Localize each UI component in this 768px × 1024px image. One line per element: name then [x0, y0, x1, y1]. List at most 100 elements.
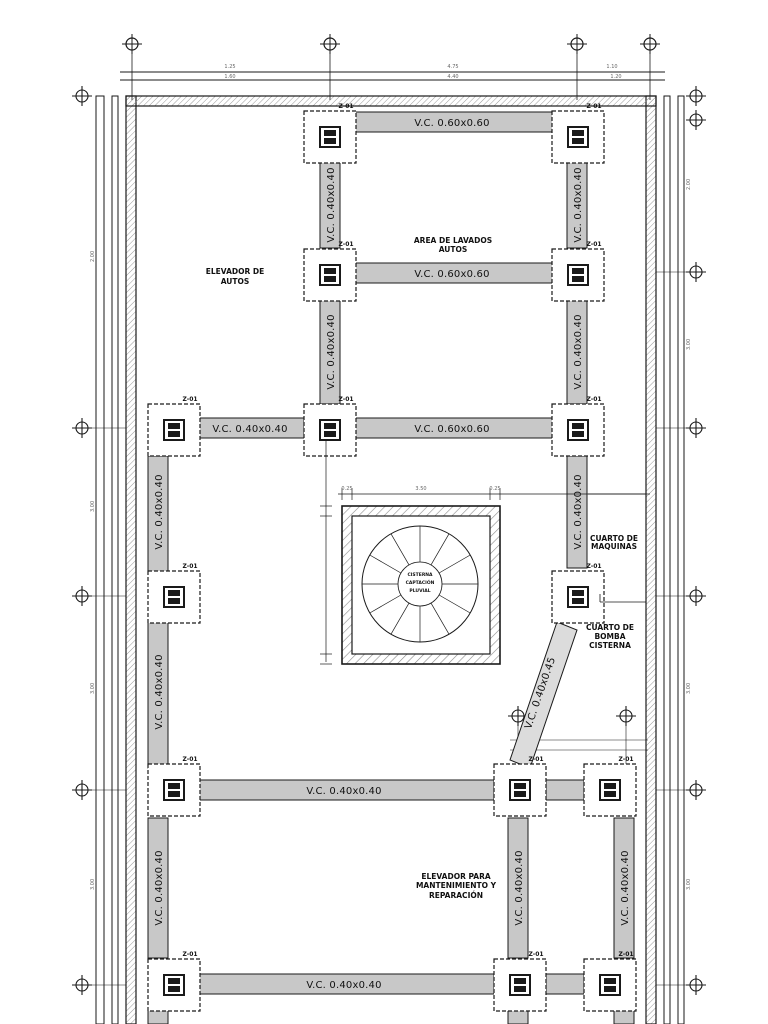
footing-label: Z-01 — [618, 756, 633, 763]
footing-z01: Z-01 — [303, 396, 357, 457]
footing-label: Z-01 — [182, 396, 197, 403]
footing-z01: Z-01 — [493, 756, 547, 817]
beam-v-right-d — [613, 817, 635, 959]
footing-label: Z-01 — [338, 241, 353, 248]
beam-v-left-d — [147, 1009, 169, 1024]
room-cuarto-bomba-3: CISTERNA — [589, 641, 631, 650]
cistern-label-2: CAPTACIÓN — [406, 579, 435, 586]
room-cuarto-bomba-1: CUARTO DE — [586, 623, 634, 632]
beam-label-v-left-a: V.C. 0.40x0.40 — [154, 474, 165, 549]
dim-top2-2: 4.40 — [447, 74, 458, 80]
cistern — [341, 505, 501, 665]
beam-lower-right — [545, 779, 585, 801]
room-elevador-mant-2: MANTENIMIENTO Y — [416, 881, 497, 890]
beam-label-mid-left: V.C. 0.40x0.40 — [212, 424, 287, 435]
beam-label-v-upper-right: V.C. 0.40x0.40 — [573, 167, 584, 242]
dim-top-2: 4.75 — [447, 64, 458, 70]
footing-label: Z-01 — [586, 241, 601, 248]
beam-label-v-left-c: V.C. 0.40x0.40 — [154, 850, 165, 925]
footing-z01: Z-01 — [583, 951, 637, 1012]
dim-top2-1: 1.60 — [224, 74, 235, 80]
cistern-spoke — [390, 533, 410, 566]
footing-z01: Z-01 — [583, 756, 637, 817]
grid-markers-side — [72, 86, 706, 995]
dim-cist-1: 0.25 — [341, 486, 352, 492]
dim-top-3: 1.10 — [606, 64, 617, 70]
footing-z01: Z-01 — [303, 103, 357, 164]
footing-z01: Z-01 — [493, 951, 547, 1012]
dim-top-1: 1.25 — [224, 64, 235, 70]
room-elevador-mant-1: ELEVADOR PARA — [421, 872, 491, 881]
footing-label: Z-01 — [586, 103, 601, 110]
top-dimension-strip — [120, 50, 665, 100]
beam-label-v-right-c: V.C. 0.40x0.40 — [573, 474, 584, 549]
room-area-lavados-2: AUTOS — [439, 245, 468, 254]
beam-label-v-mid-right: V.C. 0.40x0.40 — [573, 314, 584, 389]
grid-marker-top-c — [567, 34, 587, 54]
dim-left-1: 2.00 — [90, 251, 96, 262]
footing-label: Z-01 — [338, 396, 353, 403]
room-cuarto-maquinas-2: MAQUINAS — [591, 542, 637, 551]
footing-z01: Z-01 — [551, 396, 605, 457]
beam-v-right-e — [613, 1009, 635, 1024]
footing-label: Z-01 — [182, 951, 197, 958]
dim-left-2: 3.00 — [90, 501, 96, 512]
footing-label: Z-01 — [528, 951, 543, 958]
beam-v-center-c — [507, 817, 529, 959]
footing-label: Z-01 — [182, 756, 197, 763]
footing-label: Z-01 — [586, 396, 601, 403]
beam-label-v-center-c: V.C. 0.40x0.40 — [514, 850, 525, 925]
footing-z01: Z-01 — [551, 563, 605, 624]
dim-right-4: 3.00 — [686, 879, 692, 890]
footing-label: Z-01 — [618, 951, 633, 958]
footing-label: Z-01 — [586, 563, 601, 570]
dim-cist-2: 3.50 — [415, 486, 426, 492]
dim-right-2: 3.00 — [686, 339, 692, 350]
footing-z01: Z-01 — [147, 756, 201, 817]
beam-label-mid-right: V.C. 0.60x0.60 — [414, 424, 489, 435]
beam-label-top: V.C. 0.60x0.60 — [414, 118, 489, 129]
outer-walls — [95, 95, 685, 1024]
cistern-spoke — [430, 533, 450, 566]
footing-label: Z-01 — [338, 103, 353, 110]
dim-top2-3: 1.20 — [610, 74, 621, 80]
room-dividers — [588, 493, 646, 603]
footing-z01: Z-01 — [551, 103, 605, 164]
cistern-spoke — [369, 594, 402, 614]
grid-marker-top-b — [320, 34, 340, 54]
footing-z01: Z-01 — [147, 951, 201, 1012]
room-cuarto-maquinas-1: CUARTO DE — [590, 534, 638, 543]
dim-right-1: 2.00 — [686, 179, 692, 190]
grid-marker-top-d — [640, 34, 660, 54]
room-elevador-autos-1: ELEVADOR DE — [206, 267, 264, 276]
cistern-label-1: CISTERNA — [407, 572, 433, 578]
cistern-label-3: PLUVIAL — [409, 588, 430, 594]
cistern-spoke — [369, 554, 402, 574]
footing-label: Z-01 — [528, 756, 543, 763]
room-area-lavados-1: AREA DE LAVADOS — [414, 236, 492, 245]
room-cuarto-bomba-2: BOMBA — [594, 632, 625, 641]
room-elevador-mant-3: REPARACIÓN — [429, 891, 483, 900]
cistern-spoke — [438, 554, 471, 574]
beam-label-bottom: V.C. 0.40x0.40 — [306, 980, 381, 991]
dim-left-3: 3.00 — [90, 683, 96, 694]
beam-label-v-left-b: V.C. 0.40x0.40 — [154, 654, 165, 729]
cistern-spoke — [430, 602, 450, 635]
beams — [147, 111, 635, 1024]
footing-z01: Z-01 — [147, 396, 201, 457]
beam-label-v-mid-left: V.C. 0.40x0.40 — [326, 314, 337, 389]
footing-z01: Z-01 — [303, 241, 357, 302]
grid-marker-top-a — [122, 34, 142, 54]
beam-label-mid-upper: V.C. 0.60x0.60 — [414, 269, 489, 280]
cistern-spoke — [438, 594, 471, 614]
beam-v-center-d — [507, 1009, 529, 1024]
footing-z01: Z-01 — [551, 241, 605, 302]
beam-bottom-right — [545, 973, 585, 995]
cistern-spoke — [390, 602, 410, 635]
footing-z01: Z-01 — [147, 563, 201, 624]
room-elevador-autos-2: AUTOS — [221, 277, 250, 286]
dim-right-3: 3.00 — [686, 683, 692, 694]
beam-v-left-c — [147, 817, 169, 959]
